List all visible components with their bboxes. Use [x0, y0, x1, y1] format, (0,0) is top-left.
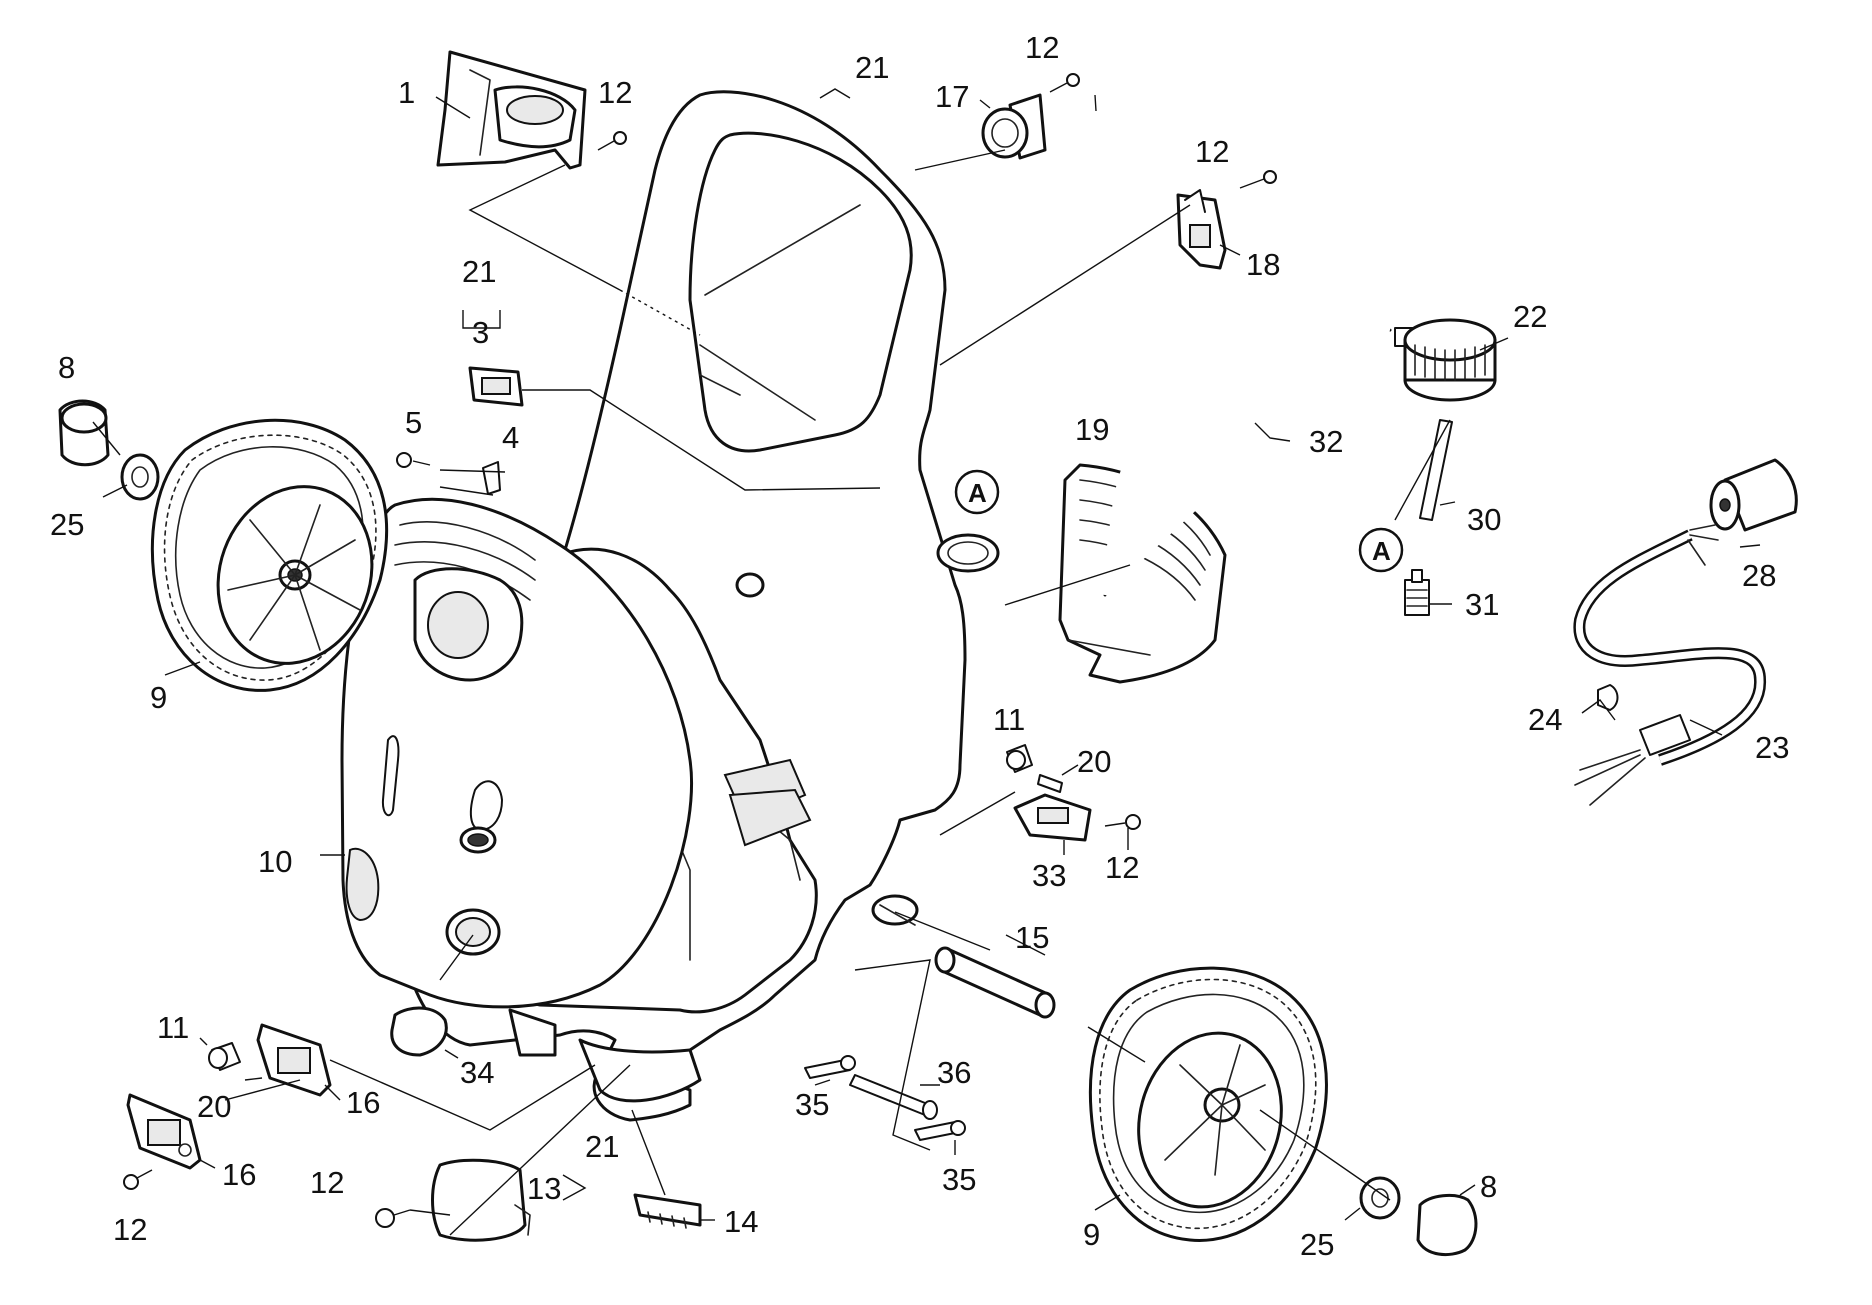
pin-part-20-upper — [1037, 774, 1063, 793]
hose-holder-part-1 — [436, 50, 587, 170]
badge-a-upper-text: A — [968, 478, 987, 508]
callout-36: 36 — [937, 1055, 971, 1090]
connector-part-28 — [1709, 458, 1798, 532]
screw-part-12-bottom-left — [123, 1169, 153, 1190]
callout-31: 31 — [1465, 587, 1499, 622]
callout-16-lower: 16 — [222, 1157, 256, 1192]
retaining-washer-part-25-right — [1359, 1176, 1401, 1220]
badge-a-lower-text: A — [1372, 536, 1391, 566]
axle-part-15 — [934, 946, 1056, 1019]
callout-33: 33 — [1032, 858, 1066, 893]
callout-20-lower: 20 — [197, 1089, 231, 1124]
callout-35-upper: 35 — [795, 1087, 829, 1122]
callout-12-bottom-left: 12 — [113, 1212, 147, 1247]
callout-14: 14 — [724, 1204, 758, 1239]
callout-18: 18 — [1246, 247, 1280, 282]
callout-21-mid: 21 — [462, 254, 496, 289]
screw-part-12-bottom-mid — [375, 1208, 411, 1228]
reference-badge-a-upper: A — [954, 469, 1000, 515]
screw-part-5 — [396, 452, 431, 468]
callout-32: 32 — [1309, 424, 1343, 459]
callout-8-left: 8 — [58, 350, 75, 385]
reference-badge-a-lower: A — [1358, 527, 1404, 573]
mount-part-16-upper — [256, 1023, 332, 1097]
callout-20-upper: 20 — [1077, 744, 1111, 779]
callout-25-left: 25 — [50, 507, 84, 542]
hub-cap-part-8-right — [1416, 1193, 1478, 1257]
callout-11-lower: 11 — [157, 1010, 189, 1045]
screw-part-12-right — [1104, 814, 1141, 830]
callout-4: 4 — [502, 420, 519, 455]
callout-34: 34 — [460, 1055, 494, 1090]
callout-8-right: 8 — [1480, 1169, 1497, 1204]
callout-12-right: 12 — [1105, 850, 1139, 885]
callout-24: 24 — [1528, 702, 1562, 737]
clip-part-17 — [981, 93, 1047, 160]
tube-part-30 — [1419, 419, 1453, 521]
hook-part-4 — [482, 461, 501, 495]
clip-part-18 — [1176, 189, 1227, 270]
shaft-part-36 — [849, 1074, 938, 1120]
screw-part-12-top-2 — [1049, 73, 1080, 93]
callout-3: 3 — [472, 315, 489, 350]
latch-part-35-lower — [914, 1120, 966, 1141]
filter-cap-part-22 — [1394, 318, 1497, 402]
clip-part-3 — [468, 366, 524, 407]
callout-16-upper: 16 — [346, 1085, 380, 1120]
power-cord-part-23 — [1573, 524, 1767, 806]
clip-part-13 — [431, 1158, 531, 1242]
callout-13: 13 — [527, 1171, 561, 1206]
callout-15: 15 — [1015, 920, 1049, 955]
hub-cap-part-8-left — [58, 399, 110, 467]
callout-labels: 1 12 21 17 12 12 18 21 3 8 25 5 4 9 19 2… — [50, 30, 1789, 1262]
callout-19: 19 — [1075, 412, 1109, 447]
right-wheel-part-9 — [1088, 966, 1328, 1242]
callout-10: 10 — [258, 844, 292, 879]
callout-9-left: 9 — [150, 680, 167, 715]
callout-9-right: 9 — [1083, 1217, 1100, 1252]
sleeve-part-11-upper — [1006, 744, 1033, 773]
bracket-part-33 — [1013, 793, 1092, 842]
callout-11-upper: 11 — [993, 702, 1025, 737]
strain-relief-part-24 — [1597, 684, 1619, 711]
left-wheel-part-9 — [150, 418, 389, 692]
callout-35-lower: 35 — [942, 1162, 976, 1197]
cap-part-34 — [390, 1006, 448, 1057]
retaining-washer-part-25-left — [120, 453, 160, 501]
front-cover-part-10 — [340, 497, 694, 1009]
callout-17: 17 — [935, 79, 969, 114]
hose-part-32 — [1100, 317, 1392, 597]
nozzle-part-31 — [1404, 569, 1430, 616]
callout-25-right: 25 — [1300, 1227, 1334, 1262]
callout-12-top-holder: 12 — [598, 75, 632, 110]
callout-12-bottom-mid: 12 — [310, 1165, 344, 1200]
brush-part-14 — [633, 1193, 702, 1229]
callout-21-bottom: 21 — [585, 1129, 619, 1164]
screw-part-12-top-1 — [597, 131, 627, 151]
callout-1: 1 — [398, 75, 415, 110]
callout-12-top-clip: 12 — [1025, 30, 1059, 65]
mount-part-16-lower — [126, 1093, 202, 1170]
leader-lines — [92, 88, 1761, 1236]
callout-21-top: 21 — [855, 50, 889, 85]
callout-28: 28 — [1742, 558, 1776, 593]
callout-12-top-right: 12 — [1195, 134, 1229, 169]
callout-5: 5 — [405, 405, 422, 440]
latch-part-35-upper — [804, 1055, 856, 1079]
callout-30: 30 — [1467, 502, 1501, 537]
callout-22: 22 — [1513, 299, 1547, 334]
callout-23: 23 — [1755, 730, 1789, 765]
sleeve-part-11-lower — [208, 1042, 241, 1071]
screw-part-12-top-3 — [1239, 170, 1277, 189]
